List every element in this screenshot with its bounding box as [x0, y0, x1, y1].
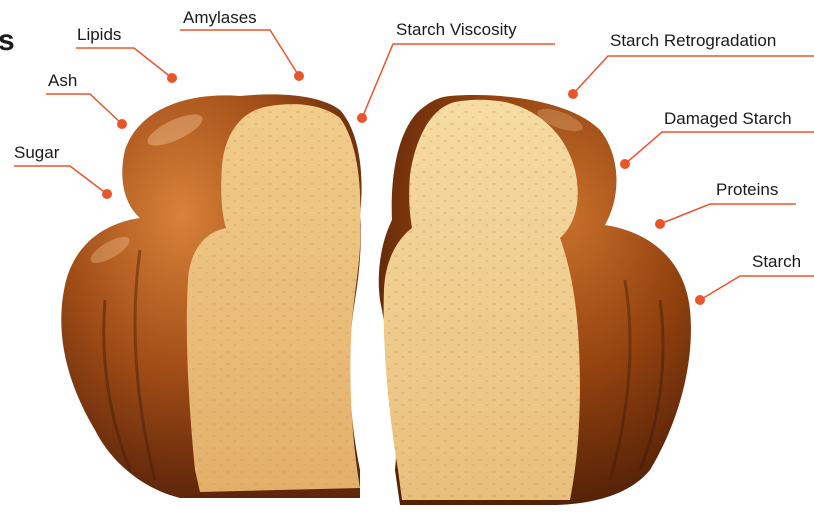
- ash-leader: [46, 94, 122, 124]
- label-sugar: Sugar: [14, 143, 59, 163]
- starch-retrogradation-leader: [573, 56, 814, 94]
- damaged-starch-leader: [625, 132, 814, 164]
- left-bread-half: [61, 94, 361, 498]
- label-lipids: Lipids: [77, 25, 121, 45]
- label-proteins: Proteins: [716, 180, 778, 200]
- label-amylases: Amylases: [183, 8, 257, 28]
- label-starch: Starch: [752, 252, 801, 272]
- label-starch-viscosity: Starch Viscosity: [396, 20, 517, 40]
- lipids-leader: [76, 48, 172, 78]
- right-bread-half: [379, 95, 691, 505]
- label-damaged-starch: Damaged Starch: [664, 109, 792, 129]
- heading-fragment: s: [0, 24, 15, 58]
- sugar-leader: [14, 166, 107, 194]
- starch-leader: [700, 276, 814, 300]
- label-starch-retrogradation: Starch Retrogradation: [610, 31, 776, 51]
- proteins-leader: [660, 204, 796, 224]
- label-ash: Ash: [48, 71, 77, 91]
- amylases-leader: [180, 30, 299, 76]
